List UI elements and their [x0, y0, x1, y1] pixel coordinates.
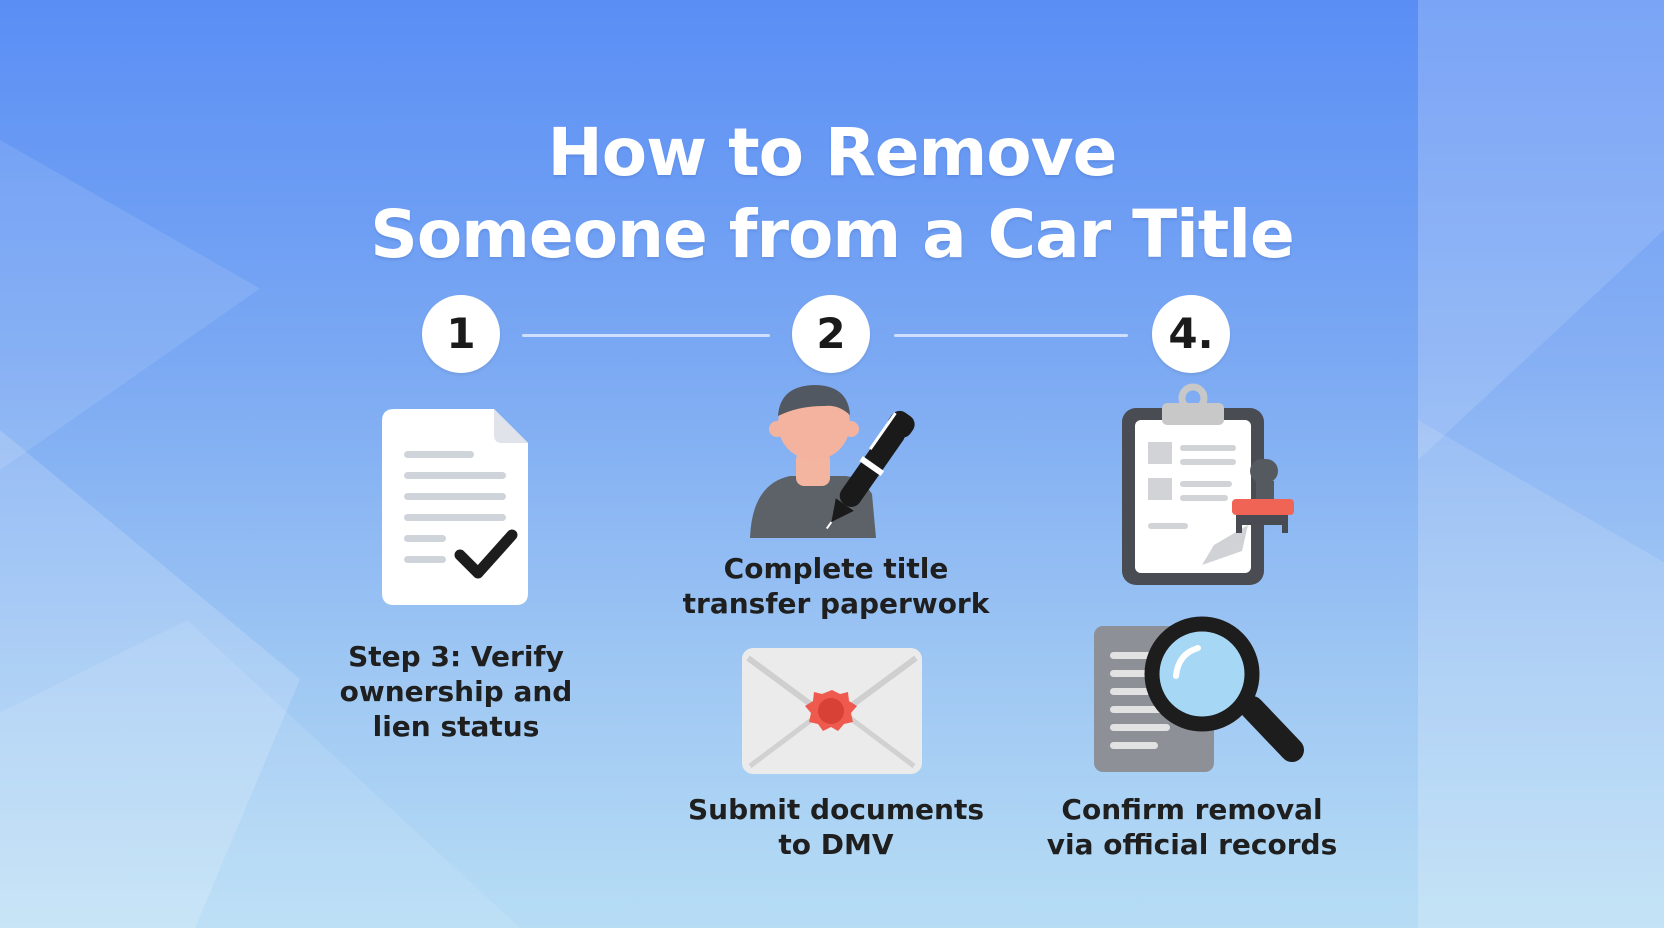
step-caption-4: Confirm removal via official records — [1028, 792, 1356, 862]
page-title-line-1: How to Remove — [547, 114, 1118, 192]
document-check-icon — [382, 409, 528, 605]
step-badge-4: 4. — [1152, 295, 1230, 373]
magnifying-glass-document-icon — [1094, 616, 1304, 772]
page-title-line-2: Someone from a Car Title — [370, 196, 1294, 274]
background-shape-right-bottom — [1418, 420, 1664, 928]
background-shape-left-middle — [0, 430, 300, 928]
step-caption-1-line-2: ownership and — [339, 675, 573, 708]
step-caption-dmv-line-2: to DMV — [778, 828, 894, 861]
page-title: How to Remove Someone from a Car Title — [0, 112, 1664, 276]
step-caption-4-line-2: via official records — [1046, 828, 1338, 861]
step-caption-dmv: Submit documents to DMV — [672, 792, 1000, 862]
step-caption-dmv-line-1: Submit documents — [687, 793, 984, 826]
step-caption-2-line-1: Complete title — [723, 552, 949, 585]
step-caption-2: Complete title transfer paperwork — [672, 551, 1000, 621]
step-badge-1: 1 — [422, 295, 500, 373]
step-badge-2: 2 — [792, 295, 870, 373]
step-connector-line-2 — [894, 334, 1128, 337]
clipboard-stamp-icon — [1122, 383, 1294, 585]
step-caption-4-line-1: Confirm removal — [1061, 793, 1323, 826]
envelope-seal-icon — [742, 648, 922, 774]
step-caption-2-line-2: transfer paperwork — [682, 587, 990, 620]
step-connector-line-1 — [522, 334, 770, 337]
person-signing-icon — [750, 385, 915, 538]
step-caption-1-line-1: Step 3: Verify — [348, 640, 564, 673]
step-caption-1-line-3: lien status — [372, 710, 540, 743]
step-caption-1: Step 3: Verify ownership and lien status — [336, 639, 576, 744]
